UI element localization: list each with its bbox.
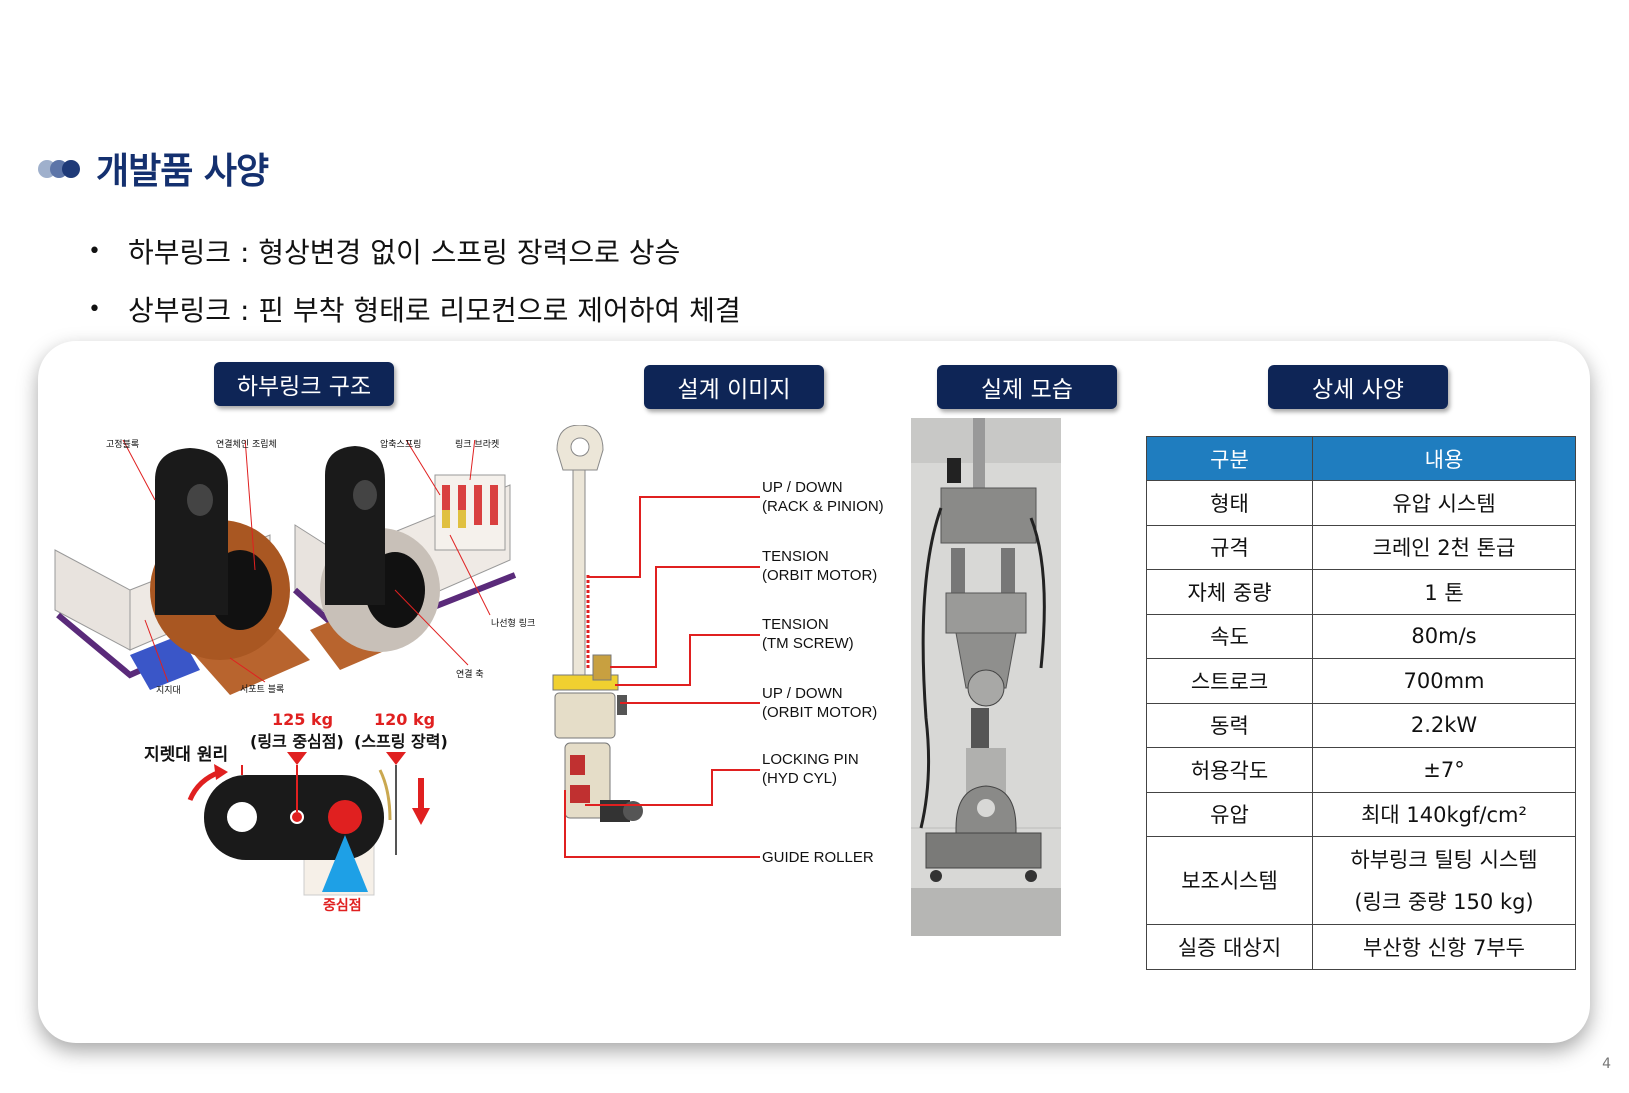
- title-row: 개발품 사양: [38, 142, 269, 194]
- spec-key: 유압: [1146, 791, 1313, 837]
- spec-value: 하부링크 틸팅 시스템 (링크 중량 150 kg): [1312, 836, 1576, 925]
- weight-label-2: 120 kg: [374, 710, 436, 729]
- table-row: 허용각도±7°: [1146, 747, 1576, 793]
- part-label: 서포트 블록: [240, 685, 285, 695]
- spec-value: 2.2kW: [1312, 702, 1576, 748]
- spec-key: 속도: [1146, 613, 1313, 659]
- part-label: 압축스프링: [380, 440, 422, 450]
- lower-link-structure-diagram: [54, 440, 517, 695]
- spec-value: 부산항 신항 7부두: [1312, 924, 1576, 970]
- spec-value: 유압 시스템: [1312, 480, 1576, 526]
- weight-label-1: 125 kg: [272, 710, 334, 729]
- leader-lines: [122, 440, 491, 683]
- actual-product-photo: [911, 418, 1061, 936]
- part-label: 지지대: [156, 686, 181, 696]
- spec-value: 700mm: [1312, 658, 1576, 704]
- spec-key: 자체 중량: [1146, 569, 1313, 615]
- spec-section-label: 상세 사양: [1268, 365, 1448, 409]
- design-callout: TENSION (ORBIT MOTOR): [762, 548, 878, 584]
- design-callout: TENSION (TM SCREW): [762, 616, 854, 652]
- spec-value-line: (링크 중량 150 kg): [1354, 889, 1534, 914]
- fulcrum-label: 중심점: [323, 898, 362, 914]
- bullet-text: 상부링크 : 핀 부착 형태로 리모컨으로 제어하여 체결: [128, 294, 741, 327]
- down-arrow-icon: [412, 808, 430, 825]
- left-assembly: [54, 448, 310, 695]
- right-assembly: [292, 446, 517, 670]
- page-title: 개발품 사양: [96, 151, 269, 192]
- bullet-list: • 하부링크 : 형상변경 없이 스프링 장력으로 상승 • 상부링크 : 핀 …: [88, 222, 741, 338]
- photo-section-label: 실제 모습: [937, 365, 1117, 409]
- lever-title: 지렛대 원리: [144, 745, 229, 765]
- design-callout: UP / DOWN (RACK & PINION): [762, 479, 884, 515]
- spec-value-line: 하부링크 틸팅 시스템: [1350, 847, 1538, 872]
- spec-key: 실증 대상지: [1146, 924, 1313, 970]
- bullet-item: • 상부링크 : 핀 부착 형태로 리모컨으로 제어하여 체결: [88, 280, 741, 338]
- part-label: 연결 축: [456, 670, 484, 680]
- design-section-label: 설계 이미지: [644, 365, 824, 409]
- bullet-item: • 하부링크 : 형상변경 없이 스프링 장력으로 상승: [88, 222, 741, 280]
- spec-key: 규격: [1146, 524, 1313, 570]
- spec-key: 동력: [1146, 702, 1313, 748]
- spec-value: ±7°: [1312, 747, 1576, 793]
- structure-section-label: 하부링크 구조: [214, 362, 394, 406]
- callout-lines: [564, 496, 760, 858]
- bullet-dot-icon: •: [88, 296, 101, 322]
- part-label: 나선형 링크: [491, 619, 536, 629]
- spec-key: 보조시스템: [1146, 836, 1313, 925]
- design-callout: GUIDE ROLLER: [762, 849, 874, 866]
- design-callout: UP / DOWN (ORBIT MOTOR): [762, 685, 878, 721]
- spec-key: 형태: [1146, 480, 1313, 526]
- title-bullet-icon: [38, 157, 86, 179]
- table-header-cell: 구분: [1146, 436, 1313, 481]
- lever-principle-diagram: [187, 752, 430, 896]
- page-number: 4: [1602, 1056, 1611, 1072]
- part-label: 링크 브라켓: [455, 440, 500, 450]
- part-label: 고정블록: [106, 440, 140, 450]
- table-header-row: 구분 내용: [1146, 436, 1576, 481]
- spec-value: 크레인 2천 톤급: [1312, 524, 1576, 570]
- bullet-dot-icon: •: [88, 238, 101, 264]
- spec-value: 80m/s: [1312, 613, 1576, 659]
- design-callout: LOCKING PIN (HYD CYL): [762, 751, 859, 787]
- design-drawing: [552, 425, 643, 822]
- weight-desc-1: (링크 중심점): [250, 732, 344, 751]
- table-row: 보조시스템 하부링크 틸팅 시스템 (링크 중량 150 kg): [1146, 836, 1576, 925]
- part-label: 연결체인 조립체: [216, 440, 277, 450]
- spec-key: 스트로크: [1146, 658, 1313, 704]
- weight-desc-2: (스프링 장력): [354, 732, 448, 751]
- table-header-cell: 내용: [1312, 436, 1576, 481]
- spec-value: 최대 140kgf/cm²: [1312, 791, 1576, 837]
- spec-key: 허용각도: [1146, 747, 1313, 793]
- spec-value: 1 톤: [1312, 569, 1576, 615]
- bullet-text: 하부링크 : 형상변경 없이 스프링 장력으로 상승: [128, 236, 681, 269]
